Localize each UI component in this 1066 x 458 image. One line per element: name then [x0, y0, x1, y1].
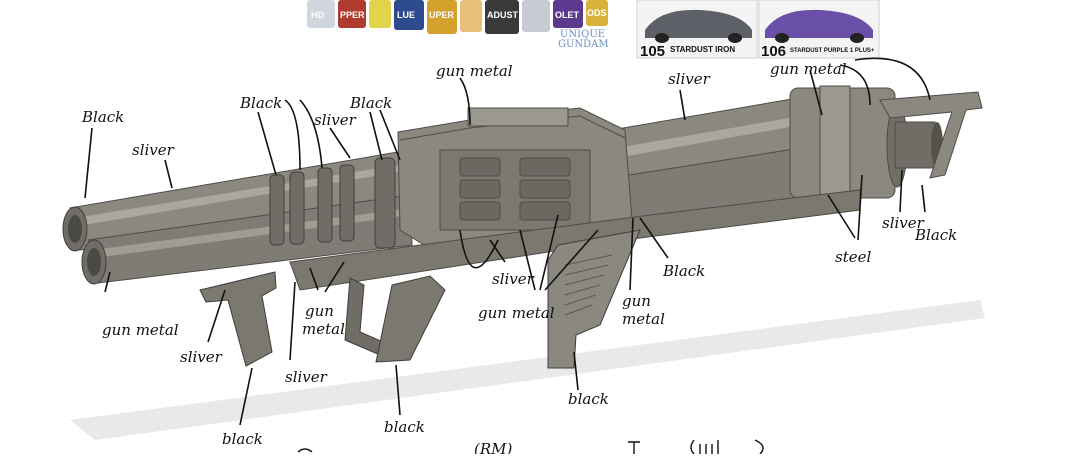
label-black: Black — [239, 94, 282, 112]
label-black: Black — [349, 94, 392, 112]
label-black: black — [568, 390, 609, 408]
svg-text:OLET: OLET — [555, 10, 580, 20]
paint-bottle: ODS — [586, 0, 608, 26]
svg-text:ODS: ODS — [587, 8, 607, 18]
svg-text:PPER: PPER — [340, 10, 365, 20]
stock-ribs — [564, 254, 613, 316]
pistol-grip — [375, 275, 446, 363]
bottom-note: (RM) — [297, 439, 764, 458]
label-sliver: sliver — [668, 70, 711, 88]
rear-handle — [879, 91, 983, 179]
bottom-note-rm: (RM) — [474, 440, 513, 454]
svg-text:ADUST: ADUST — [487, 10, 519, 20]
label-sliver: sliver — [132, 141, 175, 159]
annotation-labels: Black sliver Black sliver Black gun meta… — [81, 60, 957, 448]
paint-bottle: ADUST — [485, 0, 519, 34]
svg-text:UPER: UPER — [429, 10, 455, 20]
label-metal: metal — [302, 320, 345, 338]
label-metal: metal — [622, 310, 665, 328]
label-steel: steel — [835, 248, 871, 266]
paint-bottle — [522, 0, 550, 32]
card-number: 106 — [761, 43, 786, 60]
label-black: Black — [914, 226, 957, 244]
annotation-arrows — [84, 57, 931, 426]
stock — [547, 229, 641, 369]
paint-bottle: LUE — [394, 0, 424, 30]
svg-text:LUE: LUE — [397, 10, 415, 20]
label-black: Black — [81, 108, 124, 126]
car-image — [645, 9, 752, 38]
paint-bottle — [460, 0, 482, 32]
label-gun-metal: gun metal — [770, 60, 847, 78]
paint-bottle: HD — [307, 0, 335, 28]
label-black: black — [222, 430, 263, 448]
brand-line-1: UNIQUE — [560, 29, 605, 40]
card-name: STARDUST PURPLE 1 PLUS+ — [790, 48, 875, 54]
paint-bottle-strip: HD PPER LUE UPER ADUST OLET ODS UNIQUE — [307, 0, 609, 50]
paint-bottle: UPER — [427, 0, 457, 34]
label-gun: gun — [622, 292, 651, 310]
paint-bottle — [369, 0, 391, 28]
label-gun: gun — [305, 302, 334, 320]
gun-shadow — [70, 300, 985, 440]
card-number: 105 — [640, 43, 665, 60]
card-name: STARDUST IRON — [670, 45, 735, 54]
foregrip — [199, 271, 277, 367]
label-black: black — [384, 418, 425, 436]
paint-card-stardust-purple: 106 STARDUST PURPLE 1 PLUS+ — [758, 0, 880, 60]
label-sliver: sliver — [882, 214, 925, 232]
label-black: Black — [662, 262, 705, 280]
brand-line-2: GUNDAM — [558, 39, 609, 50]
gun-model — [62, 85, 983, 369]
label-sliver: sliver — [314, 111, 357, 129]
label-sliver: sliver — [492, 270, 535, 288]
paint-bottle: OLET — [553, 0, 583, 28]
svg-text:HD: HD — [311, 10, 324, 20]
paint-card-stardust-iron: 105 STARDUST IRON — [636, 0, 758, 60]
label-gun-metal: gun metal — [478, 304, 555, 322]
label-gun-metal: gun metal — [436, 62, 513, 80]
label-gun-metal: gun metal — [102, 321, 179, 339]
central-housing — [397, 107, 633, 256]
car-image — [765, 9, 873, 38]
rear-housing — [789, 85, 943, 201]
label-sliver: sliver — [180, 348, 223, 366]
barrel-rings — [269, 157, 396, 249]
paint-bottle: PPER — [338, 0, 366, 28]
label-sliver: sliver — [285, 368, 328, 386]
